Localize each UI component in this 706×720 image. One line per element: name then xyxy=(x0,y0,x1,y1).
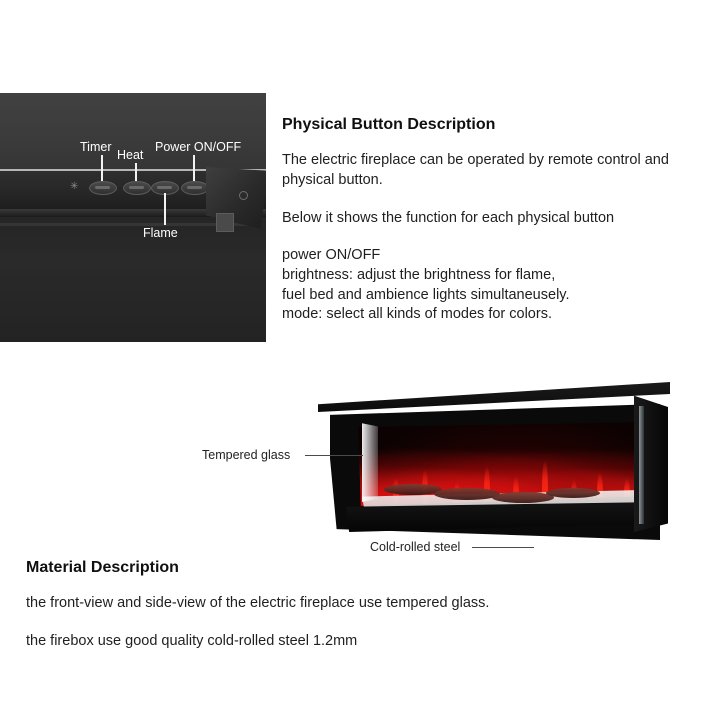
heat-leader-line xyxy=(135,163,137,181)
heat-button[interactable] xyxy=(123,181,151,195)
flame-label: Flame xyxy=(143,226,178,240)
timer-button[interactable] xyxy=(89,181,117,195)
log-3 xyxy=(492,492,554,503)
function-line-brightness: brightness: adjust the brightness for fl… xyxy=(282,266,556,283)
cold-rolled-steel-annotation: Cold-rolled steel xyxy=(370,540,461,554)
physical-button-description-section: Physical Button Description The electric… xyxy=(282,115,702,325)
tempered-glass-annotation: Tempered glass xyxy=(202,448,291,462)
function-line-mode: mode: select all kinds of modes for colo… xyxy=(282,306,552,323)
fireplace-product-photo xyxy=(300,378,670,553)
material-description-heading: Material Description xyxy=(26,559,179,576)
panel-upper-face xyxy=(0,93,266,169)
mounting-foot xyxy=(216,213,234,232)
panel-edge-highlight xyxy=(0,169,266,171)
material-line-2: the firebox use good quality cold-rolled… xyxy=(26,633,358,650)
panel-lip xyxy=(0,209,266,217)
control-panel-photo: ✳ Timer Heat Power ON/OFF Flame xyxy=(0,93,266,342)
left-tempered-glass-pane xyxy=(362,423,378,502)
button-description-paragraph-2: Below it shows the function for each phy… xyxy=(282,210,615,227)
button-description-paragraph-1: The electric fireplace can be operated b… xyxy=(282,152,669,189)
tempered-glass-leader-line xyxy=(305,455,363,457)
snowflake-icon: ✳ xyxy=(70,181,79,192)
timer-label: Timer xyxy=(80,140,112,154)
panel-lower-face xyxy=(0,217,266,342)
function-line-power: power ON/OFF xyxy=(282,247,381,264)
function-line-fuelbed: fuel bed and ambience lights simultaneus… xyxy=(282,286,570,303)
log-1 xyxy=(384,484,442,495)
log-2 xyxy=(434,488,500,500)
power-label: Power ON/OFF xyxy=(155,140,242,154)
log-4 xyxy=(546,488,600,498)
heat-label: Heat xyxy=(117,148,144,162)
physical-button-description-heading: Physical Button Description xyxy=(282,116,496,133)
cold-rolled-steel-leader-line xyxy=(472,547,534,549)
power-leader-line xyxy=(193,155,195,181)
power-button[interactable] xyxy=(181,181,209,195)
right-tempered-glass-pane xyxy=(639,406,644,524)
flame-leader-line xyxy=(164,193,166,225)
timer-leader-line xyxy=(101,155,103,181)
material-line-1: the front-view and side-view of the elec… xyxy=(26,595,490,612)
corner-screw-icon xyxy=(239,191,248,200)
material-description-section: Material Description the front-view and … xyxy=(26,558,686,669)
